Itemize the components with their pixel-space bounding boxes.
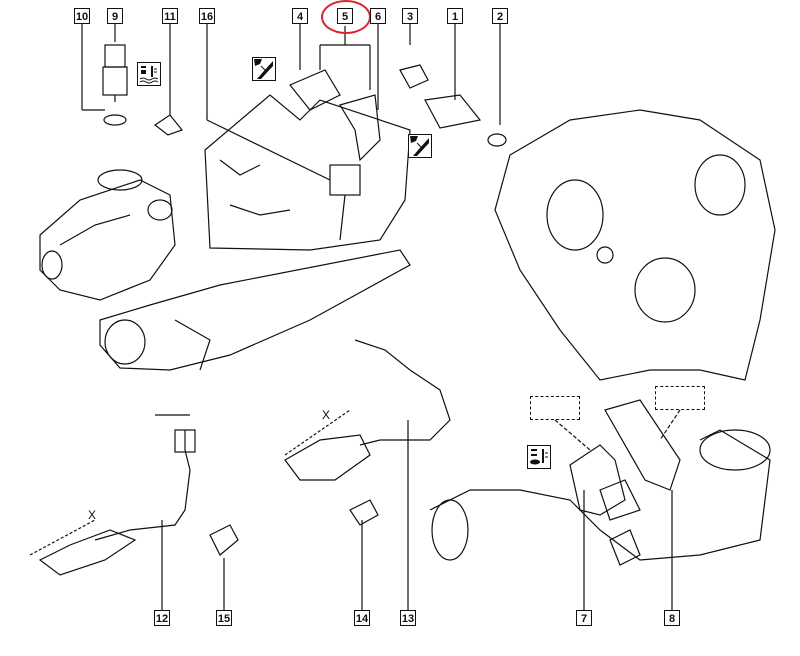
callout-3[interactable]: 3 [402, 8, 418, 24]
callout-1[interactable]: 1 [447, 8, 463, 24]
temperature-sensor-icon [527, 445, 551, 469]
callout-7[interactable]: 7 [576, 610, 592, 626]
torque-wrench-icon [408, 134, 432, 158]
callout-9[interactable]: 9 [107, 8, 123, 24]
dimension-x-label: X [322, 408, 331, 422]
callout-16[interactable]: 16 [199, 8, 215, 24]
callout-12[interactable]: 12 [154, 610, 170, 626]
callout-5-highlight-circle [321, 0, 371, 34]
placeholder-part-box [655, 386, 705, 410]
callout-6[interactable]: 6 [370, 8, 386, 24]
callout-11[interactable]: 11 [162, 8, 178, 24]
callout-10[interactable]: 10 [74, 8, 90, 24]
callout-14[interactable]: 14 [354, 610, 370, 626]
callout-4[interactable]: 4 [292, 8, 308, 24]
callout-15[interactable]: 15 [216, 610, 232, 626]
placeholder-part-box [530, 396, 580, 420]
callout-8[interactable]: 8 [664, 610, 680, 626]
temperature-fluid-icon [137, 62, 161, 86]
torque-wrench-icon [252, 57, 276, 81]
callout-2[interactable]: 2 [492, 8, 508, 24]
callout-13[interactable]: 13 [400, 610, 416, 626]
dimension-x-label: X [88, 508, 97, 522]
